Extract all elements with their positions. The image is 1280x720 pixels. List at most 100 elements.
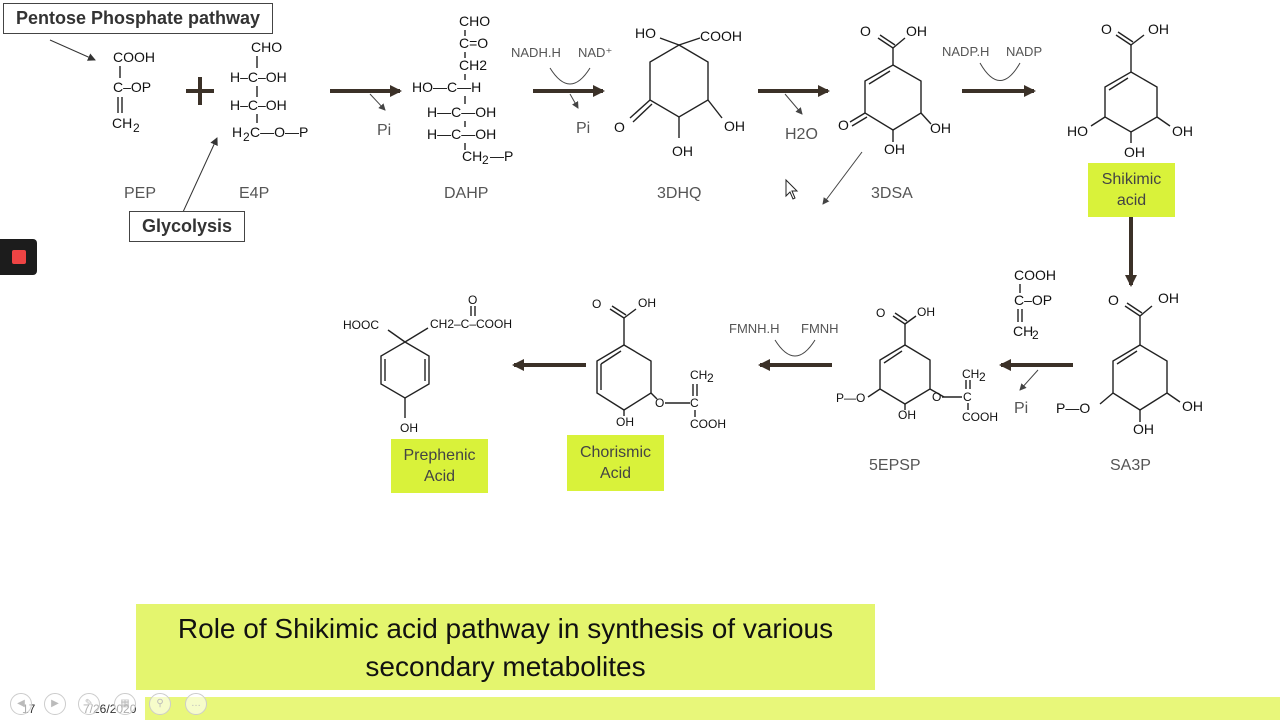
pentose-phosphate-box: Pentose Phosphate pathway	[3, 3, 274, 34]
svg-text:2: 2	[707, 371, 714, 385]
svg-text:O: O	[614, 119, 625, 135]
fmnh-label: FMNH.H	[729, 321, 780, 336]
svg-text:COOH: COOH	[690, 417, 726, 431]
svg-text:OH: OH	[1148, 21, 1169, 37]
next-slide-icon[interactable]: ▶	[44, 693, 66, 715]
water-label: H2O	[785, 126, 818, 143]
svg-text:CH: CH	[112, 115, 132, 131]
pi-release-arrow-1	[369, 93, 386, 111]
svg-text:OH: OH	[1124, 144, 1145, 160]
svg-text:O: O	[838, 117, 849, 133]
svg-text:OH: OH	[1172, 123, 1193, 139]
svg-text:OH: OH	[724, 118, 745, 134]
svg-text:OH: OH	[638, 296, 656, 310]
slides-grid-icon[interactable]: ▦	[114, 693, 136, 715]
glycolysis-box: Glycolysis	[129, 211, 246, 242]
record-icon	[12, 250, 26, 264]
svg-text:OH: OH	[616, 415, 634, 429]
nad-label: NAD⁺	[578, 45, 612, 60]
branch-arrow	[822, 151, 863, 205]
svg-text:CH: CH	[962, 367, 979, 381]
svg-text:C: C	[963, 390, 972, 404]
svg-text:CHO: CHO	[459, 13, 490, 29]
svg-text:C: C	[690, 396, 699, 410]
chorismic-acid-label: Chorismic Acid	[567, 435, 664, 491]
prephenic-acid-label: Prephenic Acid	[391, 439, 488, 493]
svg-text:COOH: COOH	[700, 28, 742, 44]
pi-label-2: Pi	[576, 120, 590, 137]
nadph-label: NADP.H	[942, 44, 989, 59]
svg-text:H–C–OH: H–C–OH	[230, 97, 287, 113]
zoom-icon[interactable]: ⚲	[149, 693, 171, 715]
svg-text:2: 2	[979, 370, 986, 384]
svg-text:2: 2	[1032, 328, 1039, 342]
record-button[interactable]	[0, 239, 37, 275]
prev-slide-icon[interactable]: ◀	[10, 693, 32, 715]
svg-text:OH: OH	[672, 143, 693, 159]
svg-text:C—O—P: C—O—P	[250, 124, 308, 140]
dsa-structure: O OH O OH OH	[838, 23, 951, 157]
svg-text:OH: OH	[906, 23, 927, 39]
pi-release-arrow-2	[569, 93, 579, 109]
svg-text:OH: OH	[1158, 290, 1179, 306]
svg-text:OH: OH	[400, 421, 418, 435]
epsp-label: 5EPSP	[869, 457, 921, 474]
shikimic-acid-label: Shikimic acid	[1088, 163, 1175, 217]
footer-bar	[145, 697, 1280, 720]
svg-text:P—O: P—O	[836, 391, 865, 405]
svg-text:O: O	[876, 306, 885, 320]
nadh-label: NADH.H	[511, 45, 561, 60]
more-options-icon[interactable]: …	[185, 693, 207, 715]
svg-text:P—O: P—O	[1056, 400, 1090, 416]
svg-text:OH: OH	[884, 141, 905, 157]
svg-text:O: O	[655, 396, 664, 410]
svg-text:HO—C—H: HO—C—H	[412, 79, 481, 95]
svg-text:COOH: COOH	[1014, 267, 1056, 283]
pi-label-1: Pi	[377, 122, 391, 139]
pi-release-arrow-3	[1019, 369, 1039, 391]
svg-text:CH2: CH2	[459, 57, 487, 73]
pentose-pointer	[49, 39, 96, 61]
svg-text:2: 2	[243, 130, 250, 144]
svg-text:CH: CH	[690, 368, 707, 382]
svg-text:COOH: COOH	[962, 410, 998, 424]
svg-text:—P: —P	[490, 148, 513, 164]
nadph-cofactor-curve	[979, 62, 1021, 81]
svg-text:OH: OH	[930, 120, 951, 136]
svg-text:CHO: CHO	[251, 39, 282, 55]
fmnh-cofactor-curve	[774, 339, 816, 357]
dhq-label: 3DHQ	[657, 185, 701, 202]
pen-icon[interactable]: ✎	[78, 693, 100, 715]
plus-icon	[186, 77, 214, 105]
svg-text:OH: OH	[917, 305, 935, 319]
svg-text:O: O	[592, 297, 601, 311]
svg-text:HO: HO	[635, 25, 656, 41]
svg-text:O: O	[468, 293, 477, 307]
dahp-label: DAHP	[444, 185, 488, 202]
svg-text:C–OP: C–OP	[1014, 292, 1052, 308]
mouse-cursor-icon	[785, 178, 799, 200]
shikimic-structure: O OH HO OH OH	[1067, 21, 1193, 160]
nadp-label: NADP	[1006, 44, 1042, 59]
svg-text:O: O	[1108, 292, 1119, 308]
svg-text:2: 2	[133, 121, 140, 135]
pep-structure-2: COOH C–OP CH2	[1013, 267, 1056, 342]
svg-text:H–C–OH: H–C–OH	[230, 69, 287, 85]
pep-label: PEP	[124, 185, 156, 202]
svg-text:O: O	[1101, 21, 1112, 37]
svg-text:HOOC: HOOC	[343, 318, 379, 332]
sa3p-structure: O OH P—O OH OH	[1056, 290, 1203, 437]
glycolysis-pointer	[182, 137, 218, 213]
fmn-label: FMNH	[801, 321, 839, 336]
svg-text:2: 2	[482, 153, 489, 167]
water-release-arrow	[784, 93, 803, 115]
svg-text:OH: OH	[1182, 398, 1203, 414]
svg-text:HO: HO	[1067, 123, 1088, 139]
prephenic-structure: HOOC CH2–C–COOH O OH	[343, 293, 512, 435]
